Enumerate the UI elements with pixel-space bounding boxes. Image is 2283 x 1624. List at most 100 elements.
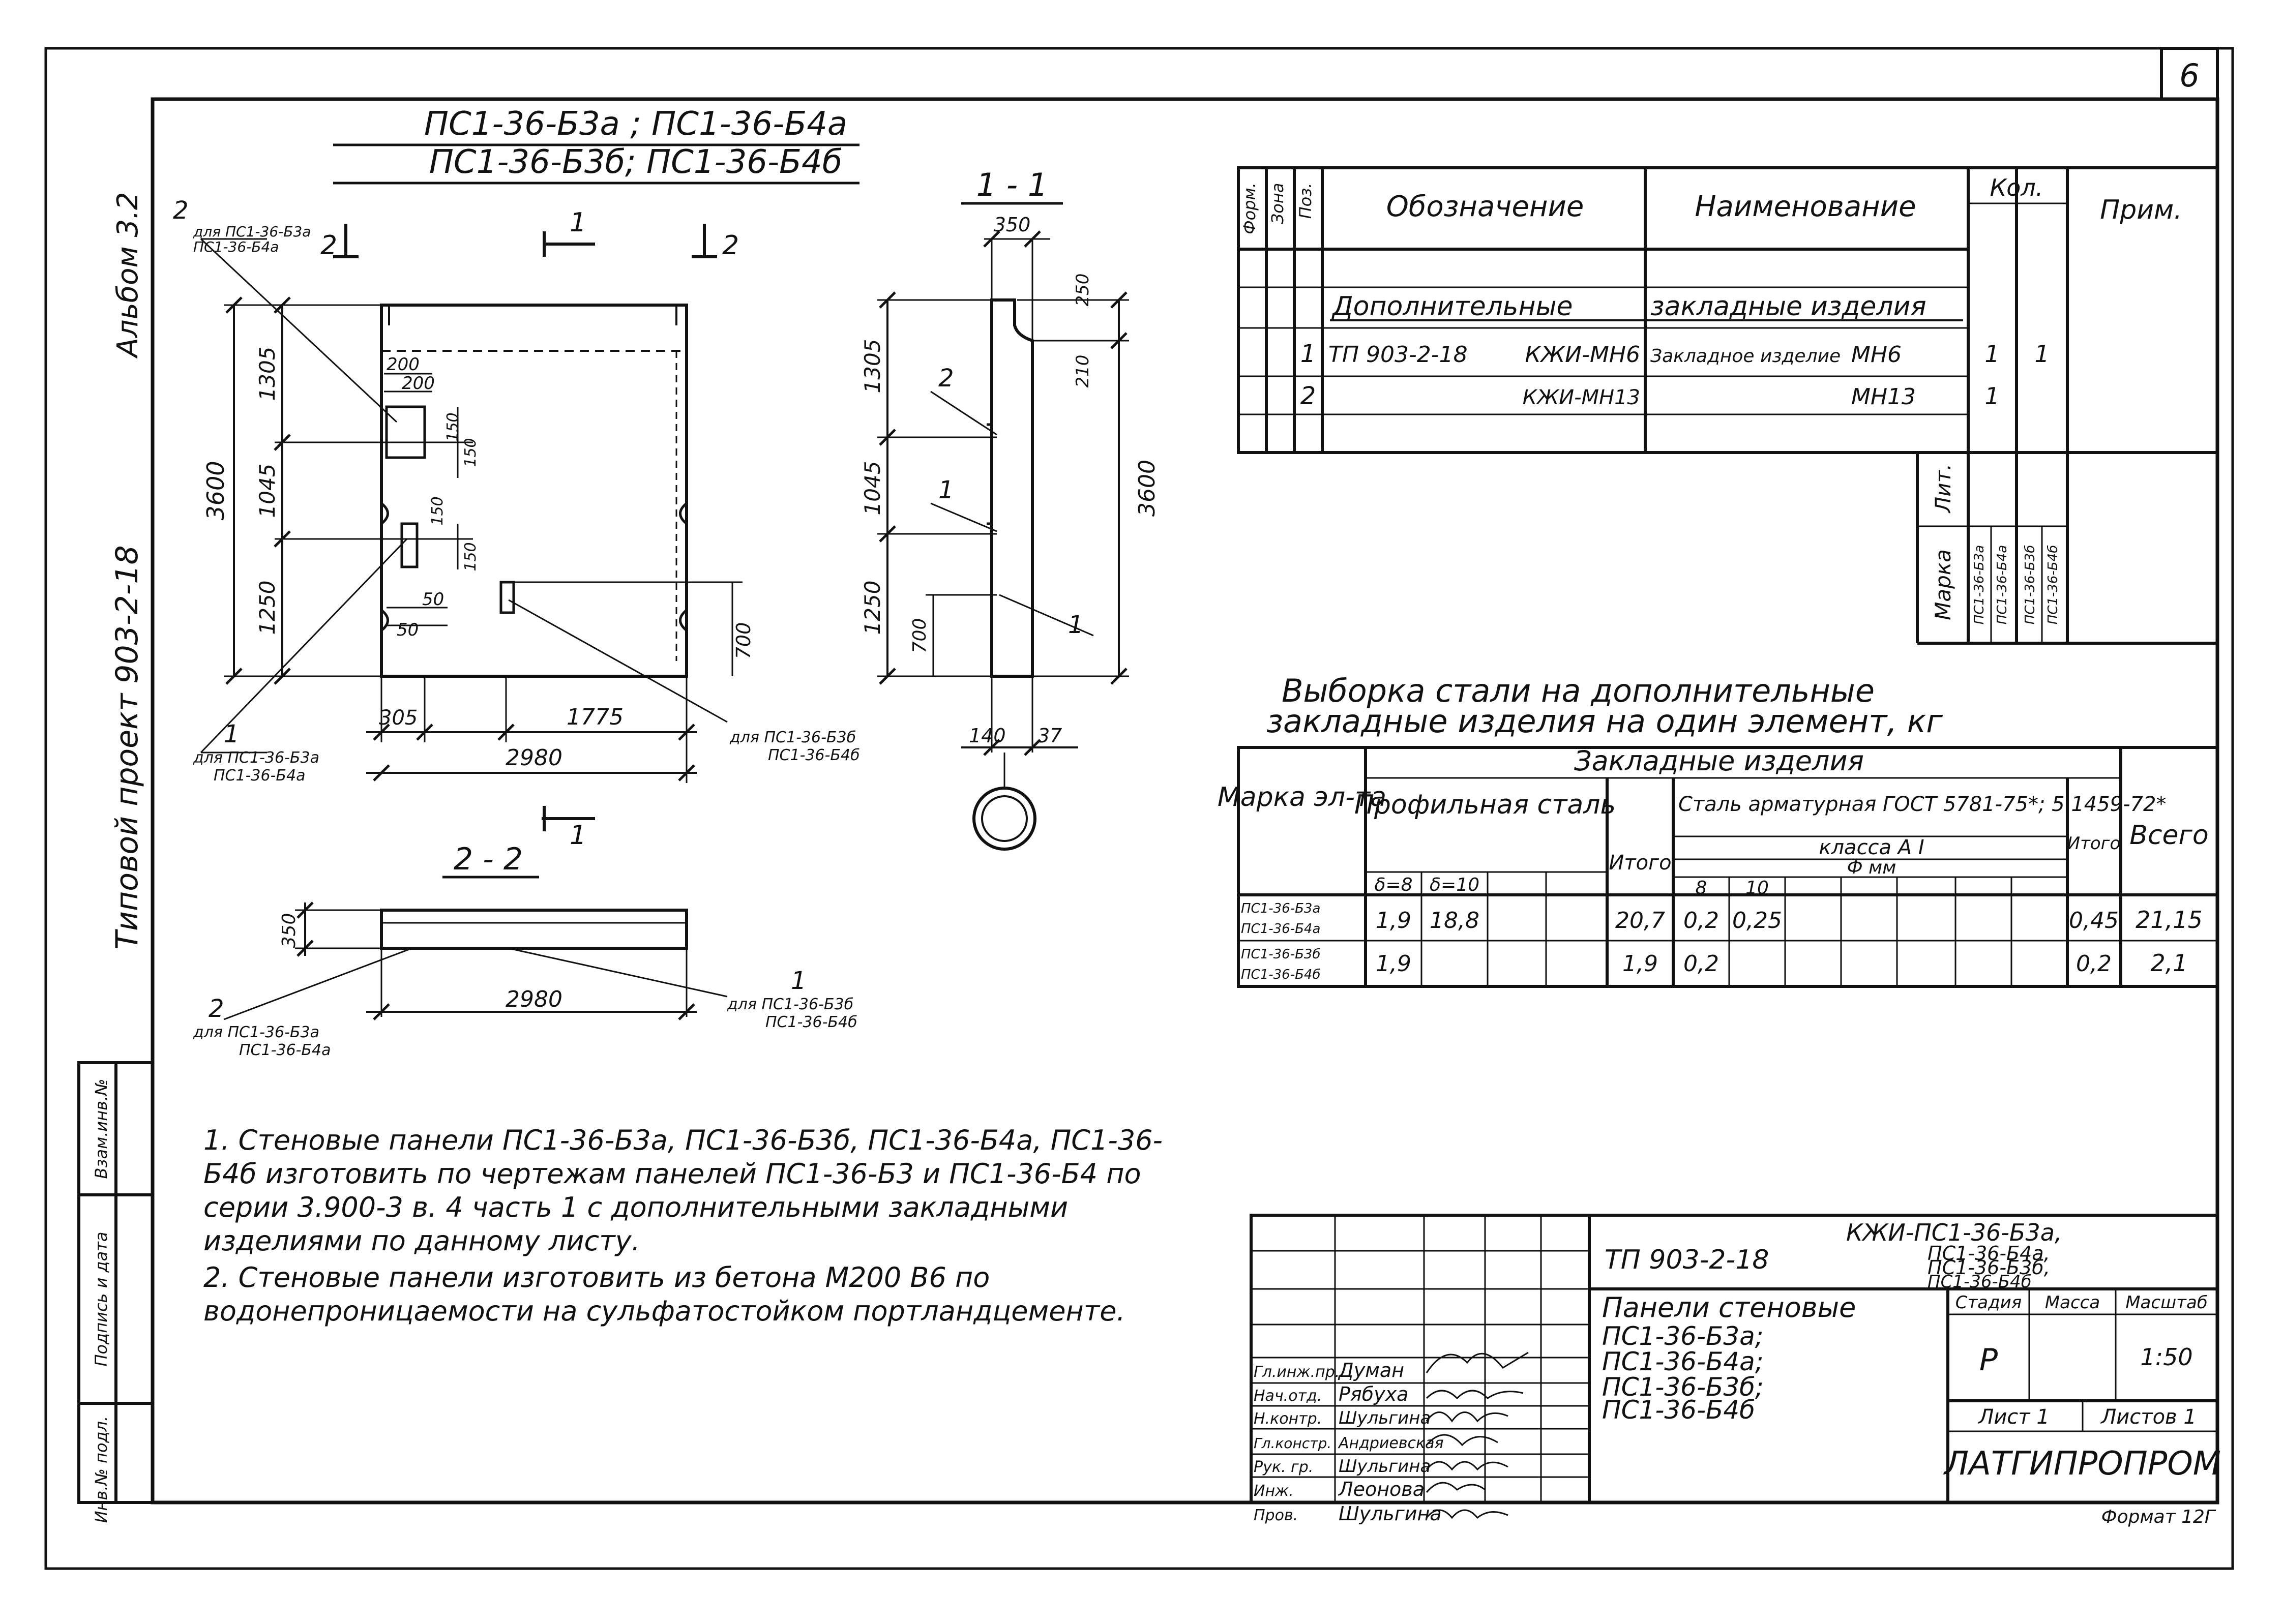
- elev-dim-50b: 50: [397, 620, 419, 640]
- cut-mark-1-bottom: 1: [570, 820, 586, 851]
- elev-label-for-b-a: для ПС1-36-Б3б: [729, 729, 856, 746]
- steel-row2-d8: 1,9: [1376, 951, 1411, 977]
- sec1-dim-700: 700: [909, 618, 930, 653]
- sec2-label-2: 2: [209, 995, 224, 1023]
- spec-mark-label: Марка: [1931, 549, 1955, 620]
- tb-mass-label: Масса: [2045, 1292, 2100, 1313]
- tb-stage-label: Стадия: [1955, 1292, 2022, 1313]
- elev-dim-200a: 200: [387, 354, 420, 375]
- sec1-leader-1b: 1: [1068, 611, 1084, 639]
- tb-item-name-2: ПС1-36-Б4а;: [1602, 1347, 1764, 1376]
- spec-header-note: Прим.: [2100, 195, 2182, 225]
- steel-sub-10: 10: [1745, 878, 1769, 898]
- elev-dim-1045: 1045: [255, 464, 280, 518]
- section-2-2: [223, 901, 728, 1020]
- tb-format: Формат 12Г: [2101, 1507, 2216, 1527]
- steel-row1-d10: 18,8: [1430, 908, 1479, 934]
- drawing-title-line1: ПС1-36-Б3а ; ПС1-36-Б4а: [424, 105, 847, 143]
- steel-row1-r10: 0,25: [1732, 908, 1782, 934]
- steel-row2-r8: 0,2: [1683, 951, 1719, 977]
- elev-label-1: 1: [224, 720, 240, 748]
- album-label: Альбом 3.2: [111, 192, 144, 358]
- section-2-2-title: 2 - 2: [454, 841, 523, 877]
- tb-role-5: Рук. гр.: [1254, 1458, 1313, 1476]
- tb-stage: Р: [1979, 1342, 1998, 1378]
- steel-grand-header: Всего: [2129, 820, 2208, 851]
- tb-role-1: Гл.инж.пр.: [1254, 1363, 1340, 1381]
- steel-row2-mark2: ПС1-36-Б4б: [1241, 967, 1321, 982]
- note-2: 2. Стеновые панели изготовить из бетона …: [203, 1261, 1125, 1327]
- tb-name-3: Шульгина: [1339, 1408, 1431, 1428]
- steel-group-header: Закладные изделия: [1574, 745, 1864, 777]
- tb-item-name-0: Панели стеновые: [1602, 1291, 1856, 1324]
- steel-diam-header: Ф мм: [1847, 857, 1896, 878]
- tb-org: ЛАТГИПРОПРОМ: [1943, 1445, 2221, 1483]
- spec-row1-code: МН6: [1851, 342, 1902, 368]
- elev-dim-50a: 50: [422, 589, 444, 610]
- steel-row2-mark1: ПС1-36-Б3б: [1241, 947, 1321, 962]
- note-1: 1. Стеновые панели ПС1-36-Б3а, ПС1-36-Б3…: [203, 1124, 1163, 1257]
- tb-role-3: Н.контр.: [1254, 1410, 1322, 1428]
- tb-name-5: Шульгина: [1339, 1456, 1431, 1477]
- steel-row2-grand: 2,1: [2150, 949, 2187, 977]
- steel-row2-total: 1,9: [1622, 951, 1658, 977]
- steel-rebar-header: Сталь арматурная ГОСТ 5781-75*; 5.1459-7…: [1678, 793, 2166, 816]
- spec-row1-doc: ТП 903-2-18: [1328, 342, 1468, 368]
- spec-row2-mark: КЖИ-МН13: [1523, 386, 1640, 409]
- elev-dim-3600: 3600: [202, 461, 229, 520]
- sec2-label-1-for-a: для ПС1-36-Б3б: [727, 996, 853, 1013]
- spec-header-qty: Кол.: [1990, 174, 2043, 201]
- sec2-label-2-for-b: ПС1-36-Б4а: [239, 1041, 331, 1059]
- spec-row1-pos: 1: [1300, 340, 1316, 368]
- sec1-dim-250: 250: [1073, 274, 1093, 307]
- steel-row2-total2: 0,2: [2076, 951, 2112, 977]
- notes-block: 1. Стеновые панели ПС1-36-Б3а, ПС1-36-Б3…: [203, 1124, 1195, 1331]
- sec1-dim-1250: 1250: [860, 581, 885, 635]
- steel-total-header: Итого: [1609, 851, 1671, 875]
- project-label: Типовой проект 903-2-18: [109, 545, 145, 949]
- cut-mark-1-top: 1: [570, 207, 586, 238]
- spec-mark-code-1: ПС1-36-Б3а: [1972, 545, 1987, 624]
- tb-role-2: Нач.отд.: [1254, 1387, 1322, 1405]
- tb-role-7: Пров.: [1254, 1507, 1298, 1524]
- elev-dim-1250: 1250: [255, 581, 280, 635]
- strip-replace-label: Взам.инв.№: [92, 1079, 111, 1179]
- elev-label-2-for-b: ПС1-36-Б4а: [193, 238, 279, 255]
- spec-group-label-1: Дополнительные: [1331, 291, 1573, 322]
- spec-row1-mark: КЖИ-МН6: [1525, 342, 1640, 368]
- sec1-dim-210: 210: [1073, 355, 1093, 388]
- sheet-number-box: [2160, 47, 2219, 101]
- spec-row1-q2: 1: [2034, 340, 2049, 368]
- section-1-1-title: 1 - 1: [976, 166, 1048, 203]
- steel-row1-mark1: ПС1-36-Б3а: [1241, 901, 1320, 916]
- title-block: [1250, 1214, 2219, 1504]
- sec1-dim-140: 140: [969, 725, 1006, 747]
- elev-dim-305: 305: [379, 706, 418, 730]
- tb-name-6: Леонова: [1338, 1478, 1425, 1500]
- steel-sub-d10: δ=10: [1430, 875, 1479, 895]
- elev-label-1-for-b: ПС1-36-Б4а: [214, 767, 305, 785]
- steel-table: [1237, 746, 2219, 988]
- elev-dim-1775: 1775: [567, 704, 624, 730]
- sec1-dim-37: 37: [1037, 725, 1062, 747]
- tb-item-name-1: ПС1-36-Б3а;: [1602, 1321, 1764, 1351]
- cut-mark-2-left: 2: [320, 230, 337, 261]
- sec2-dim-350: 350: [279, 913, 300, 948]
- steel-row1-total: 20,7: [1615, 908, 1665, 934]
- cut-mark-2-right: 2: [722, 230, 739, 261]
- steel-profile-header: Профильная сталь: [1354, 790, 1616, 820]
- spec-row2-code: МН13: [1851, 384, 1916, 410]
- tb-name-7: Шульгина: [1339, 1502, 1442, 1525]
- elev-label-1-for-a: для ПС1-36-Б3а: [193, 749, 319, 767]
- sec1-leader-1: 1: [938, 476, 954, 504]
- tb-name-1: Думан: [1338, 1359, 1404, 1381]
- tb-project-code: ТП 903-2-18: [1605, 1245, 1769, 1275]
- tb-name-4: Андриевская: [1338, 1434, 1444, 1452]
- tb-doc-code-3: ПС1-36-Б3б,: [1928, 1256, 2050, 1279]
- steel-row1-grand: 21,15: [2136, 906, 2203, 934]
- tb-sheets-label: Листов 1: [2100, 1405, 2197, 1429]
- spec-mark-code-3: ПС1-36-Б3б: [2023, 545, 2038, 625]
- tb-name-2: Рябуха: [1339, 1383, 1408, 1405]
- tb-role-6: Инж.: [1254, 1482, 1294, 1500]
